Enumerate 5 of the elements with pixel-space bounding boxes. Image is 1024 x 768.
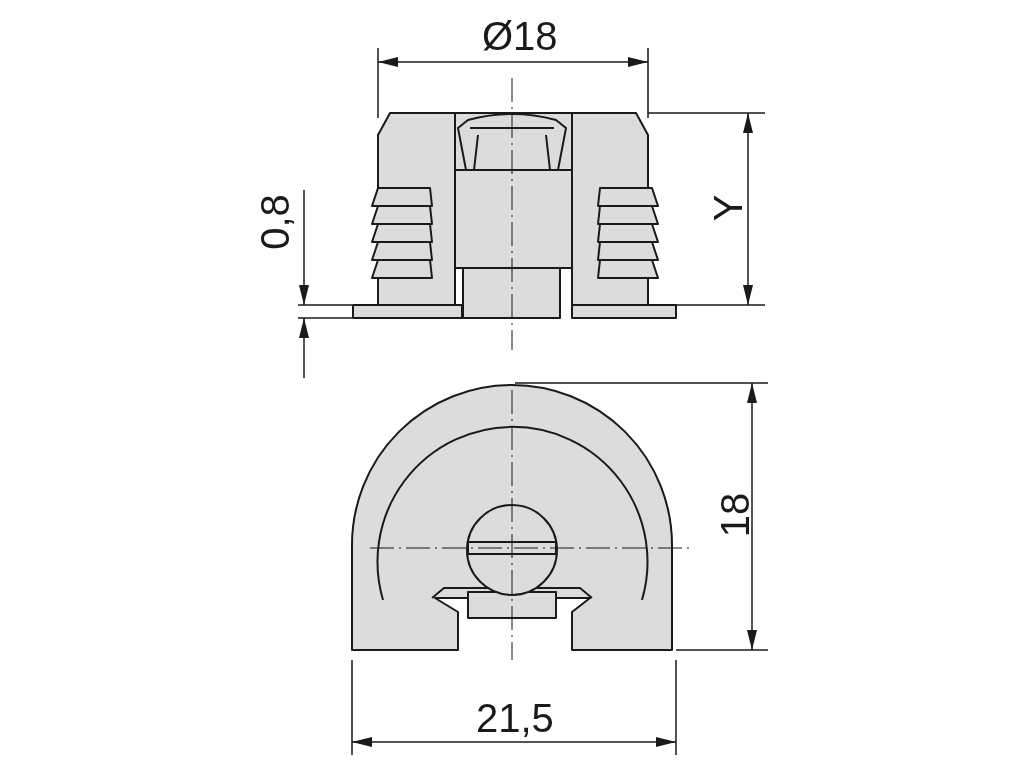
dimension-label: 18 [714, 492, 755, 538]
dimension-label: 21,5 [476, 698, 554, 738]
dimension-label: Y [707, 194, 748, 222]
dimension-label: Ø18 [482, 16, 558, 56]
dimension-label: 0,8 [254, 194, 295, 250]
